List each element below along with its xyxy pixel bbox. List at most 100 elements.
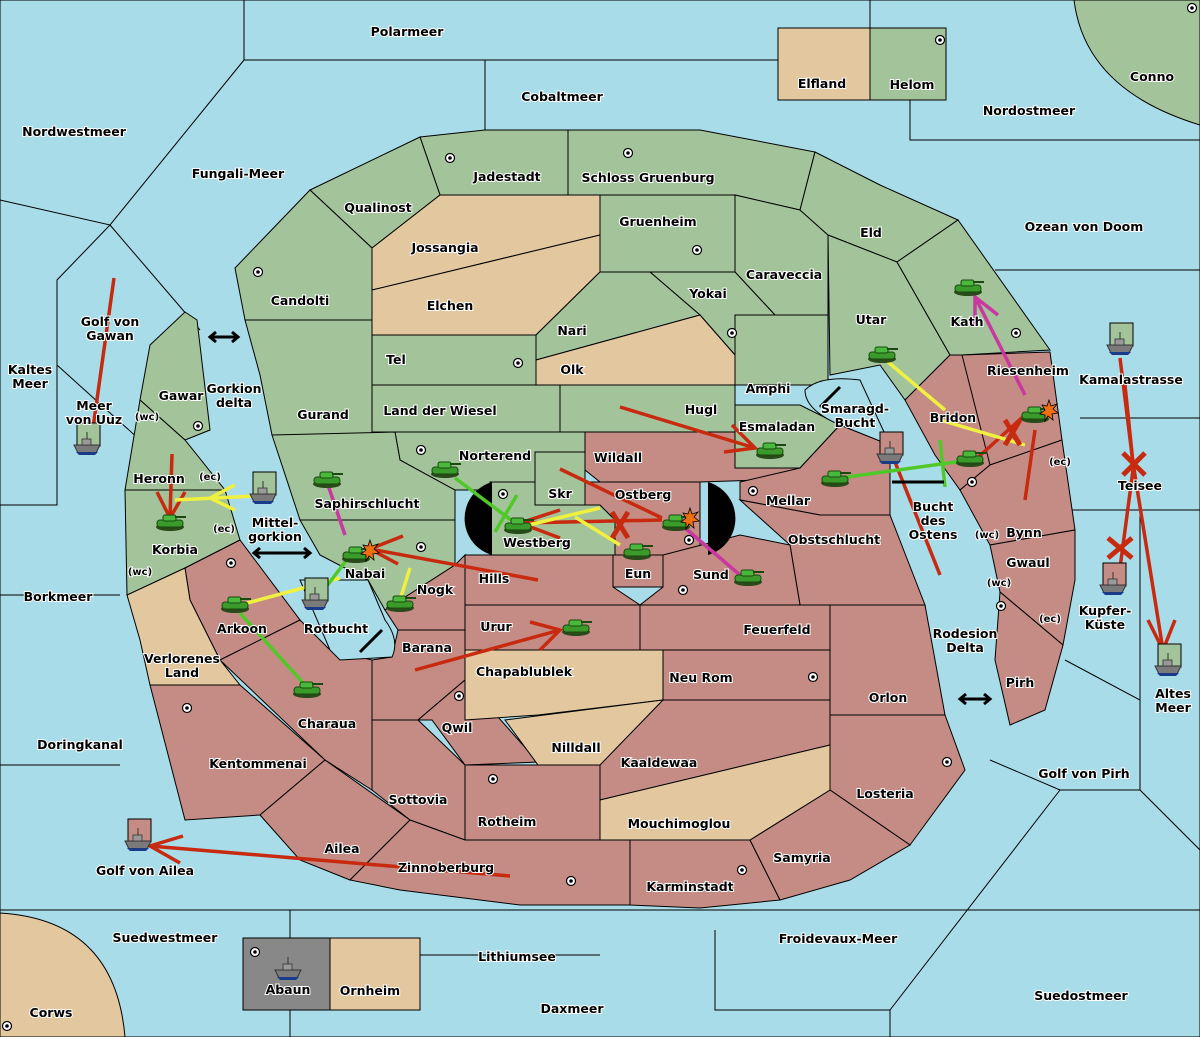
region-nilldall[interactable] <box>504 699 665 766</box>
region-label-mellar: Mellar <box>766 493 811 508</box>
tank-icon <box>954 279 984 296</box>
region-verlorenes-land[interactable] <box>126 567 242 686</box>
region-label-eun: Eun <box>625 566 651 581</box>
coast-label: (wc) <box>135 412 159 423</box>
fleet-unit-meer-von-uuz[interactable] <box>73 422 101 455</box>
region-label-cobaltmeer: Cobaltmeer <box>521 89 603 104</box>
move-arrow <box>1123 384 1135 464</box>
dislodged-burst-icon <box>360 538 380 563</box>
region-label-abaun: Abaun <box>266 982 311 997</box>
region-amphi[interactable] <box>734 314 829 386</box>
army-unit-westberg[interactable] <box>504 517 534 534</box>
region-label-helom: Helom <box>890 77 935 92</box>
failed-order-x <box>1121 451 1147 477</box>
ship-icon <box>249 481 277 504</box>
ship-icon <box>274 957 302 980</box>
region-label-chapablublek: Chapablublek <box>476 664 573 679</box>
region-label-landwiesel: Land der Wiesel <box>383 403 496 418</box>
tank-icon <box>504 517 534 534</box>
tank-icon <box>313 471 343 488</box>
region-ornheim[interactable] <box>329 937 421 1011</box>
region-label-schloss: Schloss Gruenburg <box>581 170 714 185</box>
region-label-nogk: Nogk <box>417 582 454 597</box>
region-label-bynn: Bynn <box>1006 525 1041 540</box>
fleet-unit-altes-meer[interactable] <box>1154 643 1182 676</box>
fleet-unit-mittel-gorkion[interactable] <box>249 471 277 504</box>
region-pirh[interactable] <box>994 590 1064 726</box>
fleet-unit-kupfer-k-ste[interactable] <box>1099 562 1127 595</box>
support-arrow <box>398 567 412 601</box>
neutral-territories <box>126 567 831 841</box>
army-unit-sund[interactable] <box>734 569 764 586</box>
move-arrow <box>619 405 756 450</box>
army-unit-nabai[interactable] <box>342 538 380 563</box>
region-helom[interactable] <box>869 27 947 101</box>
army-unit-mellar[interactable] <box>821 470 851 487</box>
tank-icon <box>956 450 986 467</box>
region-label-utar: Utar <box>856 312 888 327</box>
failed-order-marks <box>609 418 1147 560</box>
fleet-unit-smaragd-bucht[interactable] <box>876 431 904 464</box>
move-arrow <box>369 547 539 582</box>
region-label-jadestadt: Jadestadt <box>472 169 540 184</box>
region-label-arkoon: Arkoon <box>217 621 267 636</box>
army-unit-urur[interactable] <box>562 619 592 636</box>
retreat-arrow <box>683 526 742 577</box>
army-unit-esmaladan[interactable] <box>756 442 786 459</box>
fleet-unit-rotbucht[interactable] <box>301 577 329 610</box>
fleet-unit-golf-von-ailea[interactable] <box>124 818 152 851</box>
region-label-smaragd: Smaragd-Bucht <box>821 401 889 430</box>
dislodged-burst-icon <box>1039 398 1059 423</box>
dislodged-burst-icon <box>680 506 700 531</box>
adjacency-arrows <box>207 330 993 706</box>
region-label-kamalastrasse: Kamalastrasse <box>1079 372 1183 387</box>
army-unit-ostberg[interactable] <box>662 506 700 531</box>
army-unit-korbia[interactable] <box>156 514 186 531</box>
region-label-urur: Urur <box>480 619 512 634</box>
units-layer <box>73 279 1182 980</box>
region-label-ornheim: Ornheim <box>340 983 400 998</box>
region-label-westberg: Westberg <box>503 535 571 550</box>
region-label-jossangia: Jossangia <box>410 240 478 255</box>
region-conno[interactable] <box>1073 0 1200 126</box>
support-arrow <box>939 418 1026 447</box>
army-unit-riesenheim[interactable] <box>1021 398 1059 423</box>
coast-label: (ec) <box>199 472 221 483</box>
army-unit-nogk[interactable] <box>386 595 416 612</box>
region-qwil[interactable] <box>416 679 540 766</box>
move-arrow <box>559 467 663 520</box>
region-label-pirh: Pirh <box>1006 675 1035 690</box>
ship-icon <box>73 432 101 455</box>
region-label-nilldall: Nilldall <box>551 740 600 755</box>
region-bynn[interactable] <box>959 439 1076 546</box>
army-unit-charaua[interactable] <box>293 681 323 698</box>
tank-icon <box>734 569 764 586</box>
region-elfland[interactable] <box>777 27 871 101</box>
region-label-suedwestmeer: Suedwestmeer <box>113 930 219 945</box>
army-unit-utar[interactable] <box>868 346 898 363</box>
region-label-wildall: Wildall <box>594 450 642 465</box>
army-unit-arkoon[interactable] <box>221 596 251 613</box>
army-unit-eun[interactable] <box>623 543 653 560</box>
region-label-ozean: Ozean von Doom <box>1025 219 1144 234</box>
army-unit-norterend[interactable] <box>431 461 461 478</box>
region-gruenheim[interactable] <box>599 194 736 273</box>
region-label-conno: Conno <box>1130 69 1175 84</box>
region-mouchimoglou[interactable] <box>599 744 831 841</box>
move-arrow <box>91 277 116 429</box>
region-gwaul[interactable] <box>989 529 1076 646</box>
army-unit-kath[interactable] <box>954 279 984 296</box>
fleet-unit-abaun[interactable] <box>274 957 302 980</box>
region-corws[interactable] <box>0 912 126 1037</box>
army-unit-saphirschlucht[interactable] <box>313 471 343 488</box>
region-jadestadt[interactable] <box>419 129 569 196</box>
region-label-sund: Sund <box>693 567 729 582</box>
region-label-heronn: Heronn <box>133 471 185 486</box>
failed-order-x <box>1106 536 1134 560</box>
fleet-unit-kamalastrasse[interactable] <box>1106 322 1134 355</box>
army-unit-bridon[interactable] <box>956 450 986 467</box>
